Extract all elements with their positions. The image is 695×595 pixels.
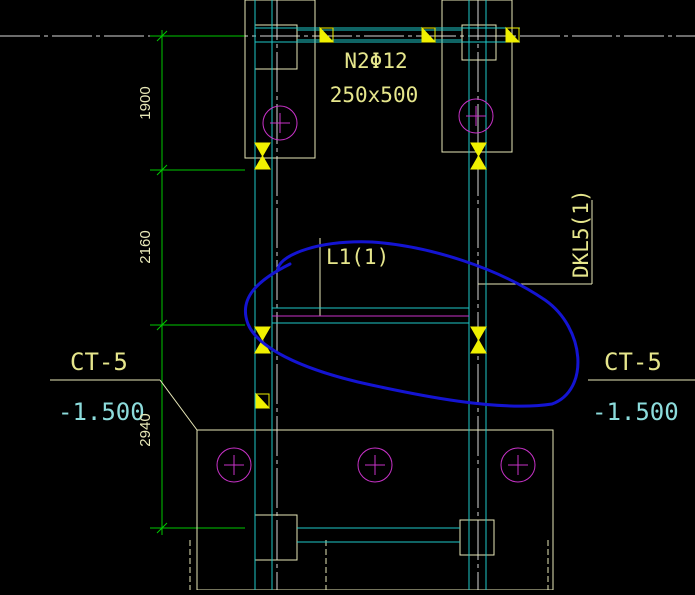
half-square-markers xyxy=(255,26,521,409)
hand-drawn-highlight-loop xyxy=(243,240,580,408)
column-upper-left xyxy=(254,24,298,70)
pile-icon xyxy=(262,105,298,141)
pile-icon xyxy=(458,98,494,134)
beam-rebar-label: N2Φ12 xyxy=(344,49,407,73)
beam-section-label: 250x500 xyxy=(330,83,419,107)
piles xyxy=(216,98,536,483)
column-lower-right xyxy=(459,519,495,556)
half-square-icon xyxy=(319,26,335,43)
beam-dkl5-label: DKL5(1) xyxy=(569,189,593,278)
half-square-icon xyxy=(255,392,271,409)
dimension-text-2940: 2940 xyxy=(137,413,154,446)
column-lower-left xyxy=(254,514,298,561)
half-square-icon xyxy=(421,26,437,43)
half-square-icon xyxy=(505,26,521,43)
upper-left-cap-outline xyxy=(244,0,316,159)
support-bowtie-icon xyxy=(470,326,487,354)
support-bowtie-icon xyxy=(254,326,271,354)
dimension-text-1900: 1900 xyxy=(137,86,154,119)
elevation-label-right: -1.500 xyxy=(592,398,679,426)
dimension-text-2160: 2160 xyxy=(137,230,154,263)
upper-right-cap-outline xyxy=(441,0,513,153)
leader-lines xyxy=(50,200,695,431)
support-bowtie-icon xyxy=(470,142,487,170)
cap-label-left: CT-5 xyxy=(70,348,128,376)
pile-icon xyxy=(500,447,536,483)
pile-icon xyxy=(216,447,252,483)
beam-l1-label: L1(1) xyxy=(326,245,389,269)
dimension-lines xyxy=(150,30,245,535)
cap-label-right: CT-5 xyxy=(604,348,662,376)
lower-cap-outline xyxy=(196,429,554,591)
elevation-label-left: -1.500 xyxy=(58,398,145,426)
pile-icon xyxy=(357,447,393,483)
support-bowtie-icon xyxy=(254,142,271,170)
support-markers xyxy=(254,142,487,354)
